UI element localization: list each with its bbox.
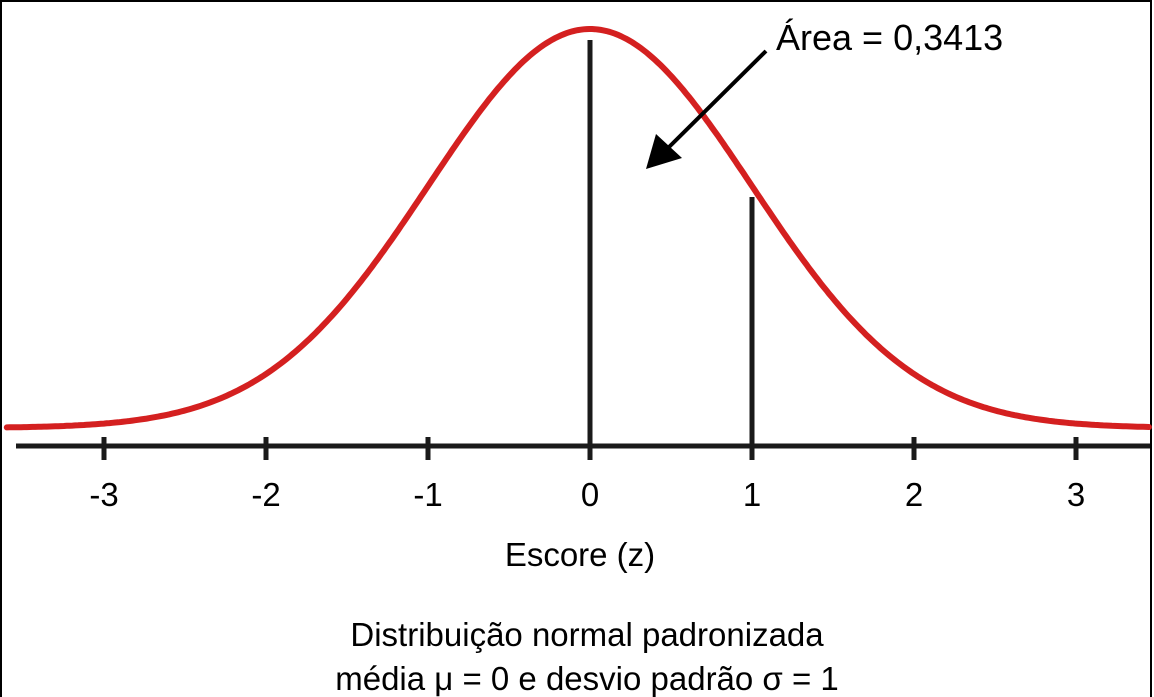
plot-area: -3 -2 -1 0 1 2 3 [3,26,1152,513]
area-annotation: Área = 0,3413 [776,17,1003,58]
x-tick-label: 0 [581,476,599,513]
normal-curve [3,26,1152,431]
x-axis-title: Escore (z) [505,536,655,573]
x-tick-label: -2 [251,476,280,513]
x-tick-label: 2 [905,476,923,513]
annotation-arrow-head [646,134,682,169]
annotation-arrow-shaft [663,49,768,153]
caption-parameters: média μ = 0 e desvio padrão σ = 1 [335,660,839,697]
x-tick-label: -1 [413,476,442,513]
x-tick-label: -3 [89,476,118,513]
x-tick-label: 1 [743,476,761,513]
x-tick-label: 3 [1067,476,1085,513]
caption-title: Distribuição normal padronizada [350,616,824,653]
